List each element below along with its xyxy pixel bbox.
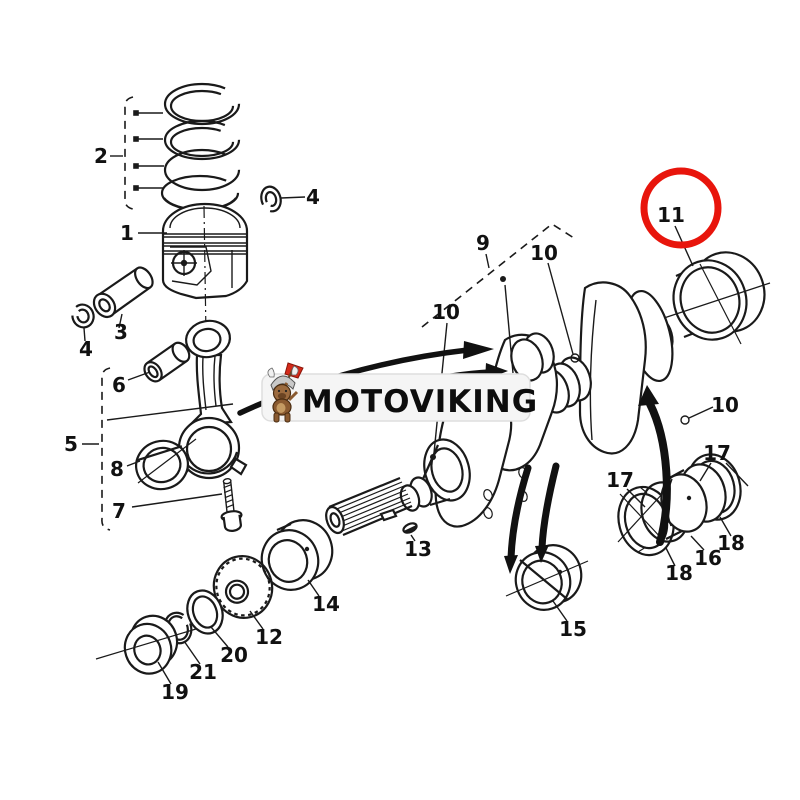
circlip-drawing xyxy=(71,303,95,329)
circlip-drawing xyxy=(260,185,282,213)
crankshaft-drawing xyxy=(325,281,674,537)
piston-drawing xyxy=(161,202,249,337)
part-label-10: 10 xyxy=(711,393,739,417)
gear-drawing xyxy=(212,555,274,619)
washer-ring-drawing xyxy=(186,589,224,635)
part-label-20: 20 xyxy=(220,643,248,667)
part-label-6: 6 xyxy=(112,373,126,397)
part-label-1: 1 xyxy=(120,221,134,245)
thrust-bearing-right-drawing xyxy=(660,453,742,540)
part-label-4: 4 xyxy=(79,337,93,361)
part-label-11: 11 xyxy=(657,203,685,227)
logo-badge xyxy=(261,373,531,422)
part-label-21: 21 xyxy=(189,660,217,684)
part-label-15: 15 xyxy=(559,617,587,641)
part-label-17: 17 xyxy=(703,441,731,465)
part-label-9: 9 xyxy=(476,231,490,255)
part-label-14: 14 xyxy=(312,592,340,616)
highlight-circle xyxy=(640,167,722,249)
callout-labels: 1 2 3 4 4 5 6 7 8 9 10 10 10 11 12 13 14… xyxy=(64,144,745,704)
logo-text: MOTOVIKING xyxy=(302,384,538,420)
callout-leader-lines xyxy=(82,96,771,685)
bearing-sleeve-drawing xyxy=(672,251,766,341)
bearing-drawing xyxy=(123,614,179,675)
part-label-18: 18 xyxy=(717,531,745,555)
part-label-18: 18 xyxy=(665,561,693,585)
part-label-8: 8 xyxy=(110,457,124,481)
woodruff-key-drawing xyxy=(402,522,418,534)
piston-pin-drawing xyxy=(92,266,154,319)
viking-dog-mascot-icon xyxy=(267,362,304,423)
watermark-logo: MOTOVIKING xyxy=(261,362,538,423)
bushing-drawing xyxy=(143,341,191,383)
part-label-12: 12 xyxy=(255,625,283,649)
part-label-10: 10 xyxy=(530,241,558,265)
part-label-5: 5 xyxy=(64,432,78,456)
part-label-19: 19 xyxy=(161,680,189,704)
part-label-10: 10 xyxy=(432,300,460,324)
bearing-ring-drawing xyxy=(260,519,334,591)
part-label-13: 13 xyxy=(404,537,432,561)
keyway xyxy=(379,508,398,522)
part-label-3: 3 xyxy=(114,320,128,344)
part-label-2: 2 xyxy=(94,144,108,168)
part-label-17: 17 xyxy=(606,468,634,492)
piston-rings-drawing xyxy=(160,82,241,212)
rod-bolt-drawing xyxy=(220,478,243,532)
part-label-4: 4 xyxy=(306,185,320,209)
part-label-16: 16 xyxy=(694,546,722,570)
part-label-7: 7 xyxy=(112,499,126,523)
